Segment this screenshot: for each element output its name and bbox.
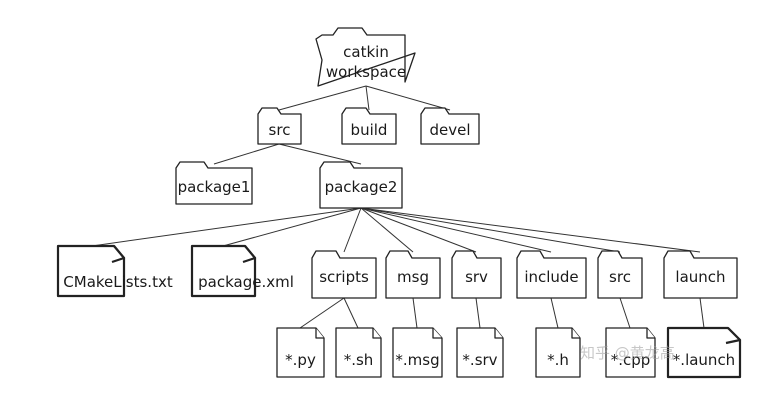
- package-xml-file-label: package.xml: [198, 273, 294, 291]
- msg-folder: msg: [385, 250, 441, 299]
- folder-icon: [319, 161, 403, 209]
- src-folder: src: [257, 107, 302, 145]
- include-folder-label: include: [524, 268, 578, 286]
- cmakelists-file: CMakeLists.txt: [56, 244, 173, 298]
- folder-icon: [341, 107, 397, 145]
- build-folder-label: build: [351, 121, 388, 139]
- srv-folder: srv: [451, 250, 502, 299]
- connector-package2-to-scripts: [343, 207, 362, 253]
- folder-icon: [516, 250, 587, 299]
- file-corner-fold: [646, 328, 655, 339]
- package2-folder-label: package2: [325, 178, 398, 196]
- file-icon: [666, 326, 742, 379]
- file-icon: [605, 327, 656, 378]
- connector-package2-to-msg: [360, 207, 414, 253]
- folder-icon: [311, 250, 377, 299]
- build-folder: build: [341, 107, 397, 145]
- connector-scripts-to-sh: [343, 297, 359, 329]
- file-corner-fold: [242, 245, 257, 264]
- msg-folder-label: msg: [397, 268, 429, 286]
- file-corner-fold: [494, 328, 503, 339]
- file-corner-fold: [725, 327, 742, 345]
- file-corner-fold: [432, 328, 442, 339]
- connector-package2-to-packagexml: [222, 207, 362, 247]
- connector-package2-to-launch: [360, 207, 701, 253]
- src-folder-label: src: [269, 121, 291, 139]
- catkin-workspace-folder: catkin workspace: [315, 27, 416, 87]
- connector-include-to-hfile: [550, 297, 559, 329]
- srv-folder-label: srv: [465, 268, 488, 286]
- sh-file-label: *.sh: [344, 351, 374, 369]
- srv-file: *.srv: [456, 327, 504, 378]
- package1-folder: package1: [175, 161, 253, 205]
- package2-folder: package2: [319, 161, 403, 209]
- connector-package2-to-include: [360, 207, 552, 253]
- workspace-label-line2: workspace: [326, 63, 406, 81]
- connector-src-to-package1: [213, 143, 280, 165]
- file-corner-fold: [372, 328, 381, 339]
- connector-srv-to-srvfile: [475, 297, 481, 329]
- connector-launch-to-launchfile: [699, 297, 705, 329]
- connector-src2-to-cppfile: [619, 297, 631, 329]
- package1-folder-label: package1: [178, 178, 251, 196]
- zhihu-watermark: 知乎 @黄龙高: [580, 344, 675, 362]
- scripts-folder-label: scripts: [319, 268, 369, 286]
- cpp-file: *.cpp: [605, 327, 656, 378]
- workspace-label-line1: catkin: [343, 43, 389, 61]
- connector-package2-to-src2: [360, 207, 621, 253]
- connector-scripts-to-py: [299, 297, 345, 329]
- file-corner-fold: [111, 245, 126, 264]
- msg-file-label: *.msg: [395, 351, 439, 369]
- devel-folder: devel: [420, 107, 480, 145]
- msg-file: *.msg: [392, 327, 443, 378]
- folder-icon: [257, 107, 302, 145]
- py-file: *.py: [276, 327, 325, 378]
- h-file-label: *.h: [547, 351, 569, 369]
- connector-package2-to-cmakelists: [91, 207, 362, 247]
- folder-icon: [420, 107, 480, 145]
- tree-connectors: [91, 85, 705, 329]
- folder-icon: [385, 250, 441, 299]
- folder-icon: [663, 250, 738, 299]
- scripts-folder: scripts: [311, 250, 377, 299]
- file-icon: [56, 244, 126, 298]
- connector-msg-to-msgfile: [412, 297, 418, 329]
- connector-workspace-to-src: [278, 85, 367, 111]
- launch-file: *.launch: [666, 326, 742, 379]
- file-icon: [276, 327, 325, 378]
- h-file: *.h: [535, 327, 581, 378]
- open-folder-icon: [315, 27, 416, 87]
- srv-file-label: *.srv: [462, 351, 497, 369]
- file-corner-fold: [315, 328, 324, 339]
- package-xml-file: package.xml: [190, 244, 294, 298]
- folder-icon: [175, 161, 253, 205]
- cpp-file-label: *.cpp: [611, 351, 651, 369]
- file-corner-fold: [571, 328, 580, 339]
- file-icon: [190, 244, 257, 298]
- src-subfolder-label: src: [609, 268, 631, 286]
- launch-folder: launch: [663, 250, 738, 299]
- src-subfolder: src: [597, 250, 643, 299]
- connector-workspace-to-build: [365, 85, 370, 111]
- folder-icon: [597, 250, 643, 299]
- cmakelists-file-label: CMakeLists.txt: [63, 273, 173, 291]
- file-icon: [456, 327, 504, 378]
- connector-src-to-package2: [278, 143, 362, 165]
- sh-file: *.sh: [335, 327, 382, 378]
- launch-folder-label: launch: [675, 268, 725, 286]
- file-icon: [335, 327, 382, 378]
- connector-workspace-to-devel: [365, 85, 451, 111]
- connector-package2-to-srv: [360, 207, 477, 253]
- devel-folder-label: devel: [429, 121, 470, 139]
- launch-file-label: *.launch: [673, 351, 735, 369]
- folder-icon: [451, 250, 502, 299]
- include-folder: include: [516, 250, 587, 299]
- file-icon: [392, 327, 443, 378]
- file-icon: [535, 327, 581, 378]
- py-file-label: *.py: [285, 351, 316, 369]
